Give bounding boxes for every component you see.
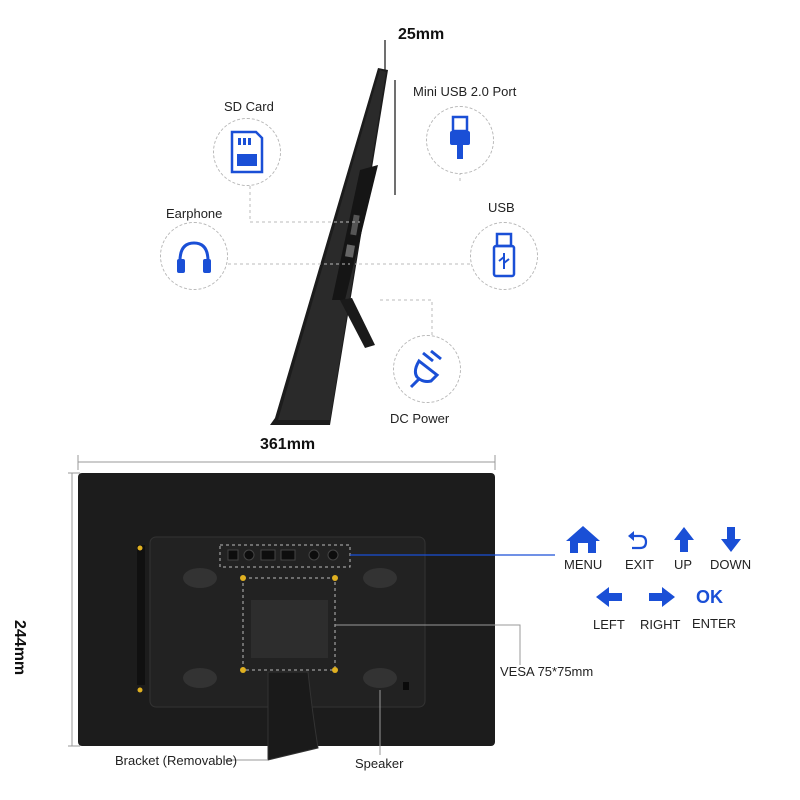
width-dimension: 361mm (260, 436, 316, 453)
enter-label: ENTER (692, 616, 737, 631)
right-arrow-icon (649, 587, 675, 607)
power-plug-icon (409, 349, 442, 389)
up-arrow-icon (674, 527, 694, 552)
usb-stick-icon (492, 232, 516, 278)
down-label: DOWN (710, 557, 752, 572)
ok-symbol: OK (696, 587, 723, 607)
left-label: LEFT (593, 617, 625, 632)
down-arrow-icon (721, 527, 741, 552)
vesa-label: VESA 75*75mm (500, 664, 594, 679)
sd-card-circle (213, 118, 281, 186)
mini-usb-label: Mini USB 2.0 Port (413, 84, 517, 99)
dc-power-label: DC Power (390, 411, 450, 426)
menu-home-icon (566, 526, 600, 553)
frame-side-view (270, 68, 388, 425)
mini-usb-icon (450, 115, 470, 159)
speaker-label: Speaker (355, 756, 404, 771)
sd-card-icon (230, 130, 264, 174)
usb-circle (470, 222, 538, 290)
up-label: UP (674, 557, 693, 572)
height-dimension: 244mm (11, 620, 28, 676)
left-arrow-icon (596, 587, 622, 607)
exit-label: EXIT (625, 557, 654, 572)
dc-power-circle (393, 335, 461, 403)
frame-back-view (78, 473, 495, 761)
exit-return-icon (628, 531, 648, 550)
usb-label: USB (488, 200, 515, 215)
earphone-label: Earphone (166, 206, 223, 221)
bracket-label: Bracket (Removable) (115, 753, 238, 768)
earphone-circle (160, 222, 228, 290)
sd-card-label: SD Card (224, 99, 274, 114)
headphones-icon (177, 241, 211, 273)
menu-label: MENU (564, 557, 603, 572)
right-label: RIGHT (640, 617, 681, 632)
depth-dimension: 25mm (398, 26, 445, 43)
mini-usb-circle (426, 106, 494, 174)
